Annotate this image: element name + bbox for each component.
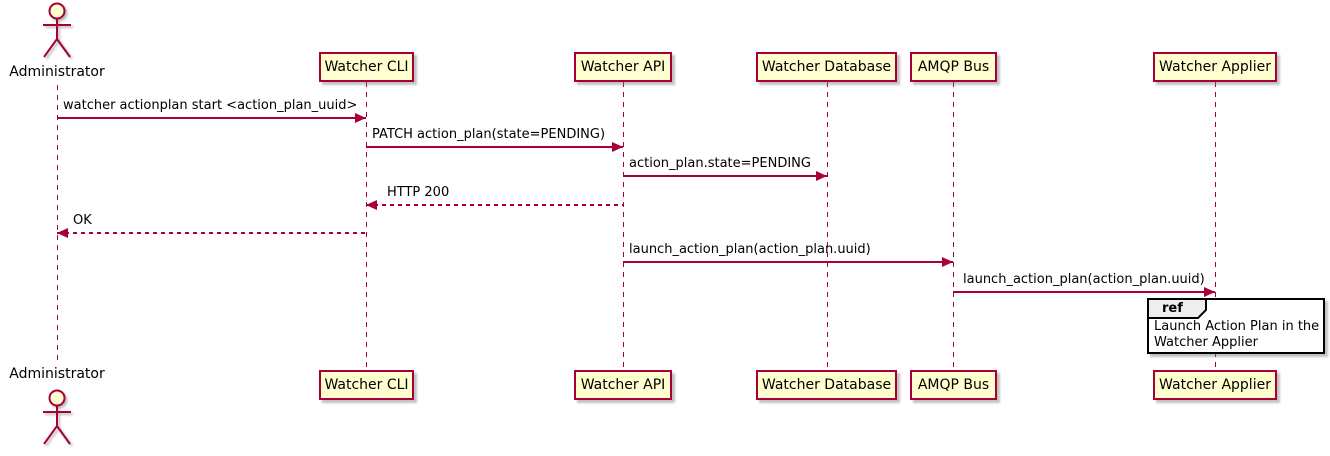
message-label: action_plan.state=PENDING [629,156,811,171]
message-line [953,291,1215,293]
participant-watcher-database-top: Watcher Database [756,52,897,82]
ref-text-line: Launch Action Plan in the [1154,319,1320,334]
ref-text: Launch Action Plan in the Watcher Applie… [1154,319,1319,351]
arrowhead-icon [942,257,953,267]
lifeline-watcher-database [827,82,828,370]
message-label: watcher actionplan start <action_plan_uu… [63,98,358,113]
ref-tab [1147,298,1207,319]
message-label: PATCH action_plan(state=PENDING) [372,127,606,142]
actor-icon [43,389,71,445]
participant-watcher-api-top: Watcher API [574,52,672,82]
lifeline-amqp-bus [953,82,954,370]
participant-watcher-database-bottom: Watcher Database [756,370,897,400]
arrowhead-icon [355,113,366,123]
message-label: launch_action_plan(action_plan.uuid) [963,272,1205,287]
ref-tab-label: ref [1162,301,1183,316]
message-state-pending: action_plan.state=PENDING [623,156,827,181]
arrowhead-icon [366,200,377,210]
message-line [57,232,366,234]
ref-fragment: ref Launch Action Plan in the Watcher Ap… [1147,298,1325,354]
message-line [57,117,366,119]
participant-amqp-bus-bottom: AMQP Bus [910,370,997,400]
actor-icon [43,2,71,58]
message-label: OK [73,213,92,228]
arrowhead-icon [612,142,623,152]
participant-watcher-applier-bottom: Watcher Applier [1153,370,1277,400]
message-line [366,204,623,206]
message-launch-action-plan-bus: launch_action_plan(action_plan.uuid) [623,242,953,267]
arrowhead-icon [57,228,68,238]
ref-text-line: Watcher Applier [1154,335,1258,350]
message-patch-action-plan: PATCH action_plan(state=PENDING) [366,127,623,152]
participant-watcher-api-bottom: Watcher API [574,370,672,400]
message-ok: OK [57,213,366,238]
arrowhead-icon [1204,287,1215,297]
message-line [366,146,623,148]
lifeline-watcher-applier [1215,82,1216,370]
lifeline-administrator [57,85,58,365]
participant-watcher-cli-top: Watcher CLI [319,52,414,82]
lifeline-watcher-api [623,82,624,370]
arrowhead-icon [816,171,827,181]
actor-administrator-top: Administrator [9,64,105,80]
message-label: launch_action_plan(action_plan.uuid) [629,242,871,257]
message-line [623,261,953,263]
participant-amqp-bus-top: AMQP Bus [910,52,997,82]
lifeline-watcher-cli [366,82,367,370]
participant-watcher-applier-top: Watcher Applier [1153,52,1277,82]
message-http-200: HTTP 200 [366,185,623,210]
message-start-actionplan: watcher actionplan start <action_plan_uu… [57,98,366,123]
message-launch-action-plan-applier: launch_action_plan(action_plan.uuid) [953,272,1215,297]
participant-watcher-cli-bottom: Watcher CLI [319,370,414,400]
actor-administrator-bottom: Administrator [9,366,105,382]
message-line [623,175,827,177]
message-label: HTTP 200 [387,185,450,200]
